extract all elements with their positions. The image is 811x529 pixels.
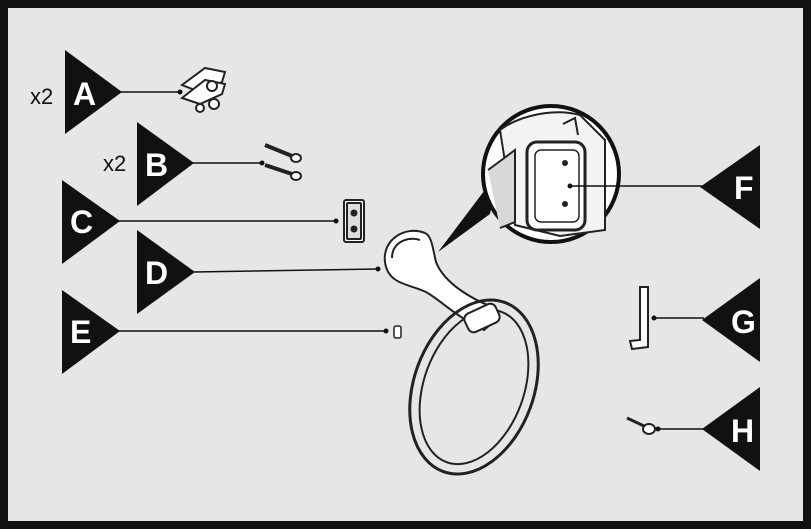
label-h: H <box>655 387 760 471</box>
set-screw-icon <box>393 325 402 339</box>
wall-plate-icon <box>343 199 365 243</box>
wall-anchor-icon <box>626 416 656 435</box>
label-d-letter: D <box>145 255 168 291</box>
label-f-letter: F <box>734 170 754 206</box>
label-a-quantity: x2 <box>30 84 53 109</box>
label-b-quantity: x2 <box>103 151 126 176</box>
label-f: F <box>567 145 760 229</box>
label-e-letter: E <box>70 314 91 350</box>
label-b: x2 B <box>103 122 265 206</box>
towel-ring-icon <box>383 229 540 476</box>
label-a: x2 A <box>30 50 183 134</box>
mounting-block-detail-icon <box>438 104 621 252</box>
label-c-letter: C <box>70 204 93 240</box>
label-b-letter: B <box>145 147 168 183</box>
screw-icon <box>264 143 302 181</box>
hex-key-icon <box>628 286 649 351</box>
label-d: D <box>137 230 381 314</box>
label-g-letter: G <box>731 304 756 340</box>
mounting-bracket-icon <box>179 66 227 113</box>
label-e: E <box>62 290 389 374</box>
label-a-letter: A <box>73 76 96 112</box>
label-c: C <box>62 180 339 264</box>
label-g: G <box>651 278 760 362</box>
label-h-letter: H <box>731 413 754 449</box>
